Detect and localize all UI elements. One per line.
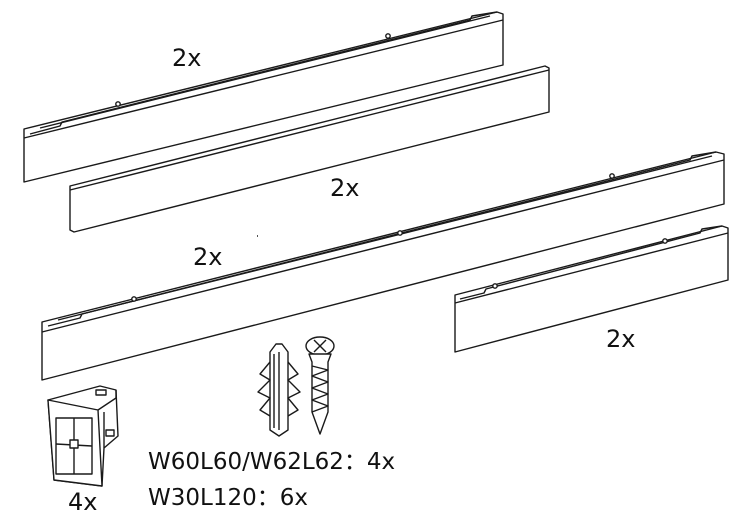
rail-b-quantity: 2x (330, 174, 360, 202)
fixings-spec-line-1: W60L60/W62L62：4x (148, 449, 396, 475)
end-cap-part (47, 385, 119, 487)
rail-c (41, 151, 725, 381)
end-cap-quantity: 4x (68, 488, 98, 516)
rail-a-quantity: 2x (172, 44, 202, 72)
rail-d-quantity: 2x (606, 325, 636, 353)
screw-part (305, 336, 335, 435)
rail-b (69, 65, 550, 233)
rail-c-quantity: 2x (193, 243, 223, 271)
wall-plug-part (257, 343, 301, 437)
fixings-spec-line-2: W30L120：6x (148, 485, 308, 511)
rail-d (454, 225, 729, 353)
rail-a (23, 11, 504, 183)
